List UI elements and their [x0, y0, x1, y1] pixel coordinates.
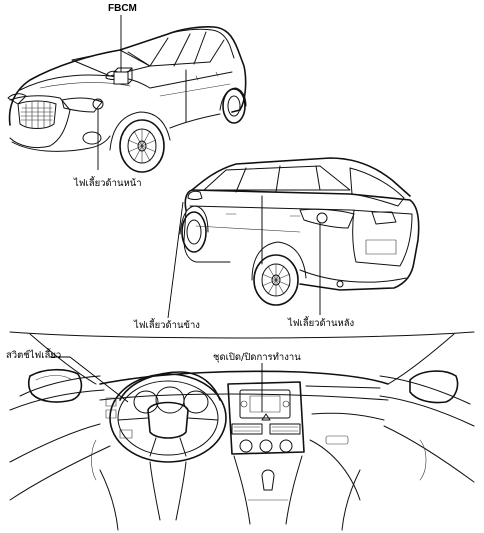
fbcm-label: FBCM [108, 3, 137, 14]
front-car-illustration [8, 27, 246, 172]
hazard-switch-label: ชุดเปิด/ปิดการทำงาน [213, 352, 301, 363]
turn-switch-label: สวิตช์ไฟเลี้ยว [6, 350, 61, 361]
front-turn-lamp-label: ไฟเลี้ยวด้านหน้า [74, 178, 142, 189]
rear-car-illustration [180, 158, 419, 305]
rear-turn-lamp-label: ไฟเลี้ยวด้านหลัง [288, 318, 354, 329]
side-turn-lamp-leader [168, 202, 183, 318]
side-turn-lamp-label: ไฟเลี้ยวด้านข้าง [134, 320, 200, 331]
